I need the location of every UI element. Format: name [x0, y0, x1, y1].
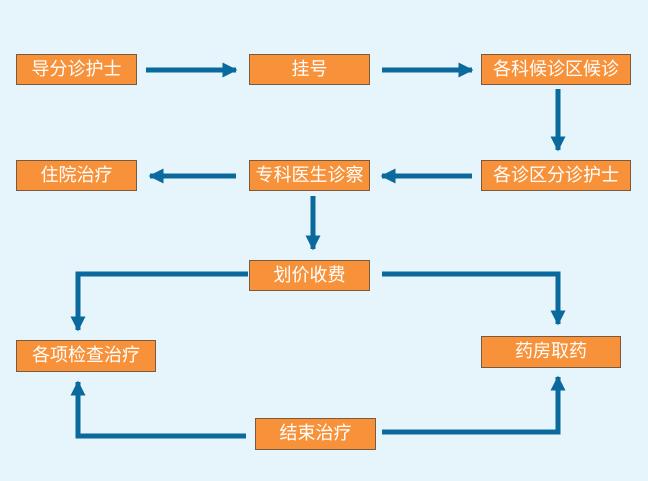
node-hospitalization: 住院治疗: [16, 160, 137, 191]
arrow-billing-to-examinations: [70, 271, 248, 332]
arrow-end-to-examinations: [70, 380, 246, 439]
node-triage-nurse: 各诊区分诊护士: [481, 160, 631, 191]
arrow-end-to-pharmacy: [382, 375, 566, 435]
node-billing: 划价收费: [249, 260, 370, 291]
node-end-treatment: 结束治疗: [255, 418, 376, 450]
node-waiting: 各科候诊区候诊: [481, 54, 631, 85]
node-examinations: 各项检查治疗: [16, 340, 156, 372]
node-registration: 挂号: [249, 54, 370, 85]
node-pharmacy: 药房取药: [481, 336, 621, 368]
arrow-billing-to-pharmacy: [382, 271, 566, 326]
node-specialist: 专科医生诊察: [249, 160, 370, 191]
node-guide-nurse: 导分诊护士: [16, 54, 137, 85]
